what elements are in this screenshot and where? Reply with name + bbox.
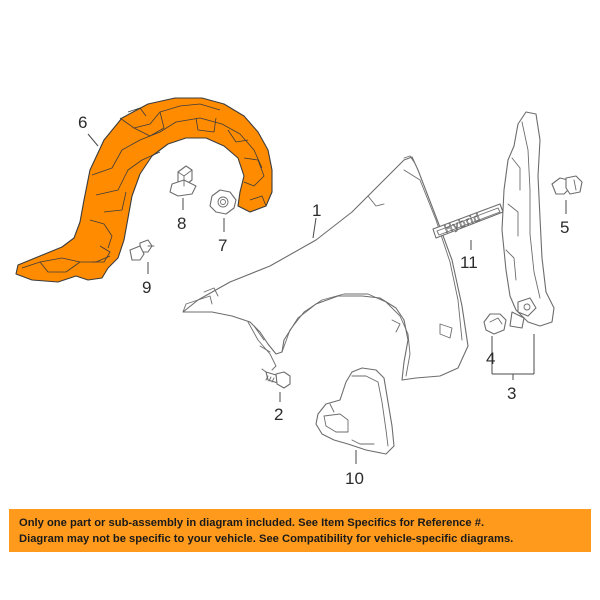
callout-7: 7 (218, 236, 227, 255)
mud-flap-part-10[interactable] (315, 367, 395, 455)
hybrid-emblem-part-11[interactable]: Hybrid (432, 203, 504, 239)
notice-line-1: Only one part or sub-assembly in diagram… (19, 517, 485, 529)
callout-5: 5 (560, 218, 569, 237)
emblem-text: Hybrid (443, 212, 483, 236)
compatibility-notice-banner: Only one part or sub-assembly in diagram… (9, 509, 591, 552)
callout-4: 4 (486, 349, 495, 368)
callout-8: 8 (177, 214, 186, 233)
clip-part-5[interactable] (551, 175, 583, 195)
callout-3: 3 (507, 384, 516, 403)
callout-1: 1 (312, 201, 321, 220)
fender-bracket-part-3[interactable] (501, 111, 555, 329)
callout-11: 11 (460, 253, 478, 272)
clip-part-4[interactable] (483, 313, 507, 335)
callout-10: 10 (345, 469, 364, 488)
fender-liner-part-6[interactable] (15, 97, 273, 283)
front-fender-part-1[interactable] (182, 155, 469, 381)
leader-lines (87, 133, 567, 464)
callout-2: 2 (274, 405, 283, 424)
callout-6: 6 (78, 113, 87, 132)
bolt-part-8[interactable] (169, 165, 197, 197)
callout-9: 9 (142, 278, 151, 297)
nut-part-7[interactable] (209, 189, 237, 215)
push-clip-part-9[interactable] (129, 239, 155, 261)
notice-line-2: Diagram may not be specific to your vehi… (19, 533, 514, 545)
bolt-part-2[interactable] (261, 368, 291, 389)
